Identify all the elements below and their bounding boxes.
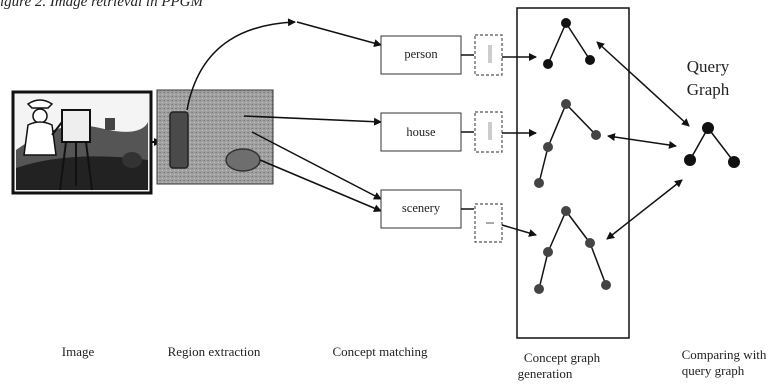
arrow-region-to-house <box>243 115 382 126</box>
concept-box-person: person <box>380 35 462 75</box>
arrow-doc-scenery-to-graph <box>501 224 537 237</box>
compare-arrow-person <box>596 41 690 127</box>
stage-label-comparing-line2: query graph <box>682 363 745 378</box>
concept-box-house: house <box>380 112 462 152</box>
query-graph <box>684 122 740 168</box>
document-icon-scenery <box>474 203 503 243</box>
compare-arrow-scenery <box>606 179 683 240</box>
document-icon-house <box>474 111 503 153</box>
figure-caption: igure 2. Image retrieval in PPGM <box>0 0 204 10</box>
stage-label-region-extraction: Region extraction <box>168 344 261 359</box>
stage-label-comparing-line1: Comparing with <box>682 347 767 362</box>
source-image <box>11 90 153 195</box>
arrow-region-to-scenery-2 <box>259 159 382 212</box>
query-graph-title-line2: Graph <box>687 80 730 99</box>
arrow-region-to-scenery <box>251 131 382 200</box>
concept-graph-panel <box>516 7 630 339</box>
arrow-to-person-box <box>296 21 382 48</box>
concept-graph-scenery <box>534 206 611 294</box>
stage-label-image: Image <box>62 344 95 359</box>
stage-label-concept-graph-line2: generation <box>518 366 573 381</box>
concept-label-person: person <box>404 47 438 61</box>
stage-label-concept-graph-line1: Concept graph <box>524 350 601 365</box>
concept-label-house: house <box>406 125 436 139</box>
stage-label-concept-matching: Concept matching <box>333 344 428 359</box>
query-graph-title-line1: Query <box>687 57 730 76</box>
compare-arrow-house <box>607 133 677 149</box>
document-icon-person <box>474 34 503 76</box>
region-extraction-image <box>156 89 274 185</box>
concept-label-scenery: scenery <box>402 201 441 215</box>
concept-graph-person <box>543 18 595 69</box>
arrow-region-to-person <box>186 18 296 111</box>
concept-graph-house <box>534 99 601 188</box>
concept-box-scenery: scenery <box>380 189 462 229</box>
